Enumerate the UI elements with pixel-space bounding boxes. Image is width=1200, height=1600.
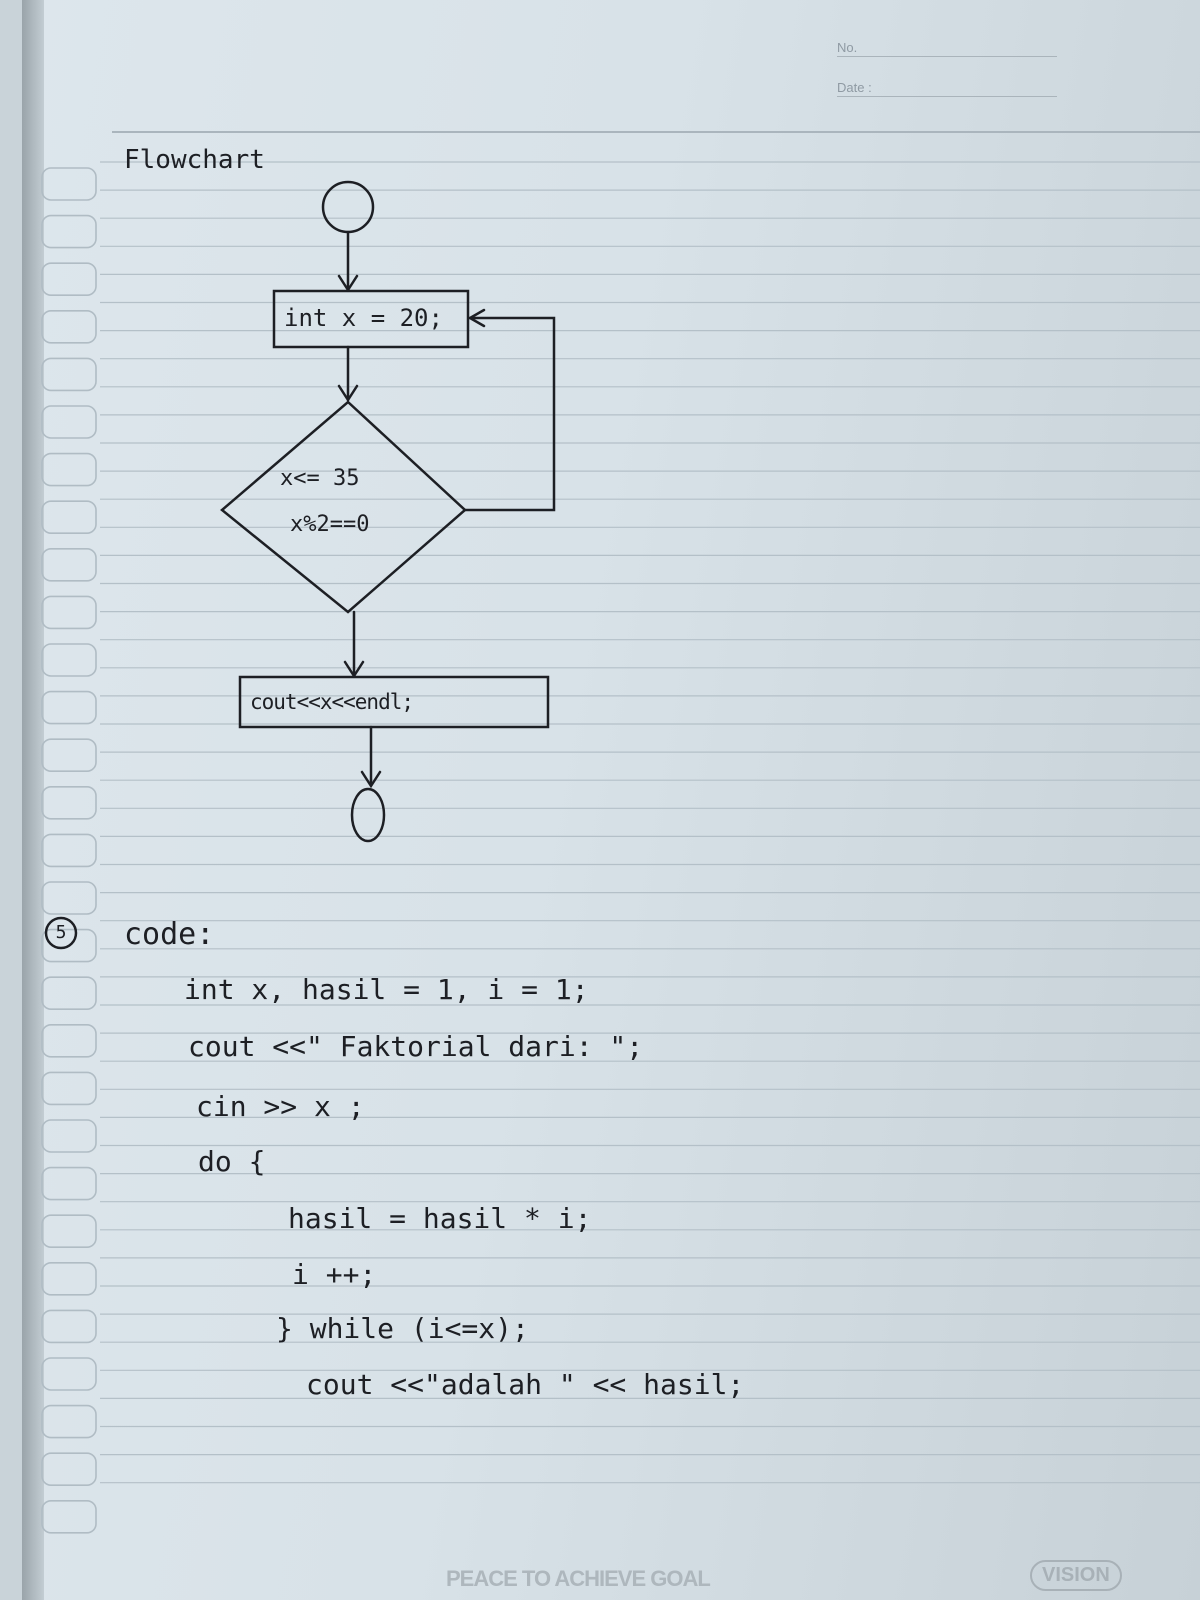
- code-line-6: i ++;: [292, 1258, 377, 1291]
- margin-checkbox: [41, 643, 97, 677]
- decision-diamond: [220, 400, 467, 614]
- margin-checkbox: [41, 785, 97, 820]
- init-box-text: int x = 20;: [284, 304, 443, 332]
- arrowhead-end: [360, 770, 382, 789]
- margin-checkbox: [41, 1119, 97, 1153]
- decision-text-line1: x<= 35: [280, 466, 360, 491]
- margin-checkbox: [41, 1452, 97, 1486]
- code-line-3: cin >> x ;: [196, 1090, 365, 1123]
- margin-checkbox: [41, 214, 97, 249]
- margin-checkbox: [41, 881, 97, 915]
- margin-checkbox: [41, 405, 97, 439]
- date-field: Date :: [837, 80, 1057, 97]
- margin-checkbox: [41, 833, 97, 868]
- margin-checkbox: [41, 1024, 97, 1058]
- start-terminal-circle: [321, 180, 375, 234]
- flowchart-diagram: [44, 180, 556, 950]
- margin-checkbox: [41, 262, 97, 297]
- item-number: 5: [55, 922, 67, 943]
- decision-text-line2: x%2==0: [290, 512, 370, 537]
- output-process-box: [238, 675, 550, 729]
- margin-checkbox: [41, 1214, 97, 1248]
- code-line-2: cout <<" Faktorial dari: ";: [188, 1030, 644, 1063]
- code-line-7: } while (i<=x);: [276, 1312, 529, 1345]
- code-line-5: hasil = hasil * i;: [288, 1202, 592, 1235]
- margin-checkbox: [41, 1071, 97, 1106]
- margin-checkbox: [41, 167, 97, 201]
- margin-checkbox: [41, 1309, 97, 1344]
- ruled-lines-layer: [41, 131, 1200, 1534]
- margin-checkbox: [41, 1404, 97, 1439]
- margin-checkbox: [41, 500, 97, 535]
- no-field: No.: [837, 40, 1057, 57]
- margin-checkbox: [41, 1166, 97, 1201]
- page-binding-edge: [22, 0, 44, 1600]
- init-process-box: [272, 289, 470, 349]
- item-number-circle: [44, 916, 78, 950]
- notebook-page: No. Date : Flowchart int x = 20; x: [22, 0, 1200, 1600]
- code-line-1: int x, hasil = 1, i = 1;: [184, 973, 589, 1006]
- margin-checkbox: [41, 1500, 97, 1534]
- margin-checkbox: [41, 309, 97, 344]
- loop-back-connector: [463, 316, 556, 512]
- margin-checkbox: [41, 738, 97, 773]
- footer-motto: PEACE TO ACHIEVE GOAL: [446, 1566, 711, 1591]
- margin-checkbox: [41, 1357, 97, 1391]
- no-label: No.: [837, 40, 858, 55]
- margin-checkbox: [41, 976, 97, 1011]
- margin-checkbox: [41, 547, 97, 582]
- brand-logo: VISION: [1030, 1560, 1122, 1591]
- margin-checkbox: [41, 452, 97, 487]
- flowchart-title: Flowchart: [124, 145, 265, 175]
- margin-checkbox: [41, 690, 97, 725]
- margin-checkbox: [41, 928, 97, 963]
- margin-checkbox: [41, 357, 97, 392]
- output-box-text: cout<<x<<endl;: [250, 690, 414, 714]
- code-line-8: cout <<"adalah " << hasil;: [306, 1368, 745, 1401]
- margin-checkbox: [41, 595, 97, 630]
- arrowhead-decision: [337, 384, 359, 403]
- date-label: Date :: [837, 80, 872, 95]
- code-title: code:: [124, 917, 215, 952]
- margin-checkbox: [41, 1262, 97, 1296]
- end-terminal-oval: [350, 787, 386, 843]
- arrowhead-loop: [467, 308, 486, 328]
- code-line-4: do {: [198, 1145, 266, 1178]
